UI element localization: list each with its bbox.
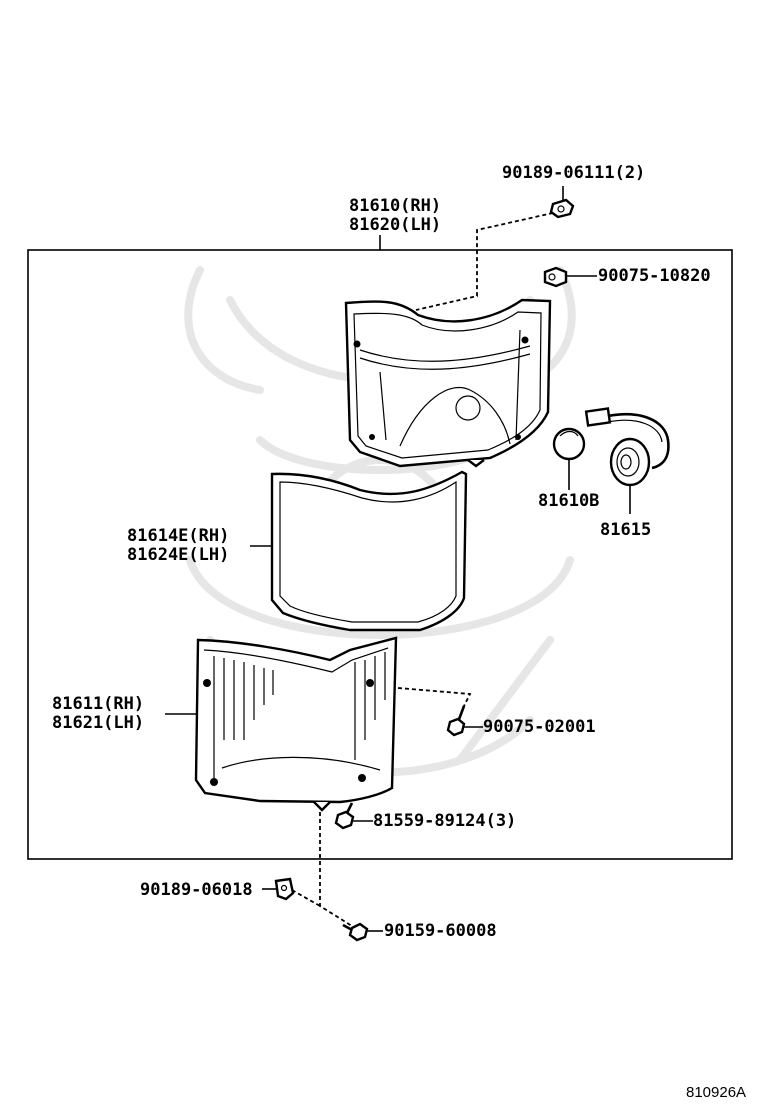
lamp-housing-part-icon [344, 298, 552, 468]
diagram-code: 810926A [686, 1084, 746, 1101]
label-socket: 81615 [600, 520, 651, 540]
label-screw-bottom: 81559-89124(3) [373, 811, 516, 831]
screw-bottom-part-icon [334, 802, 373, 830]
label-gasket-lh: 81624E(LH) [127, 545, 229, 565]
lens-part-icon [165, 636, 398, 812]
label-bulb: 81610B [538, 491, 599, 511]
label-lamp-assy-lh: 81620(LH) [349, 215, 441, 235]
label-bolt: 90159-60008 [384, 921, 497, 941]
socket-part-icon [584, 407, 670, 514]
lens-screw-dashed-leader [397, 687, 472, 711]
label-screw-lens: 90075-02001 [483, 717, 596, 737]
label-lamp-assy-rh: 81610(RH) [349, 196, 441, 216]
label-lens-rh: 81611(RH) [52, 694, 144, 714]
label-screw-top: 90075-10820 [598, 266, 711, 286]
bulb-part-icon [552, 427, 586, 490]
clip-top-part-icon [549, 186, 575, 219]
label-lens-lh: 81621(LH) [52, 713, 144, 733]
label-clip-top: 90189-06111(2) [502, 163, 645, 183]
gasket-part-icon [250, 470, 468, 632]
nut-dashed-leader [291, 889, 321, 907]
bolt-dashed-leader [319, 812, 353, 927]
screw-lens-part-icon [446, 705, 483, 737]
label-nut: 90189-06018 [140, 880, 253, 900]
screw-top-part-icon [543, 266, 597, 288]
clip-top-dashed-leader [415, 212, 554, 311]
label-gasket-rh: 81614E(RH) [127, 526, 229, 546]
bolt-part-icon [342, 922, 383, 942]
nut-part-icon [262, 877, 295, 901]
